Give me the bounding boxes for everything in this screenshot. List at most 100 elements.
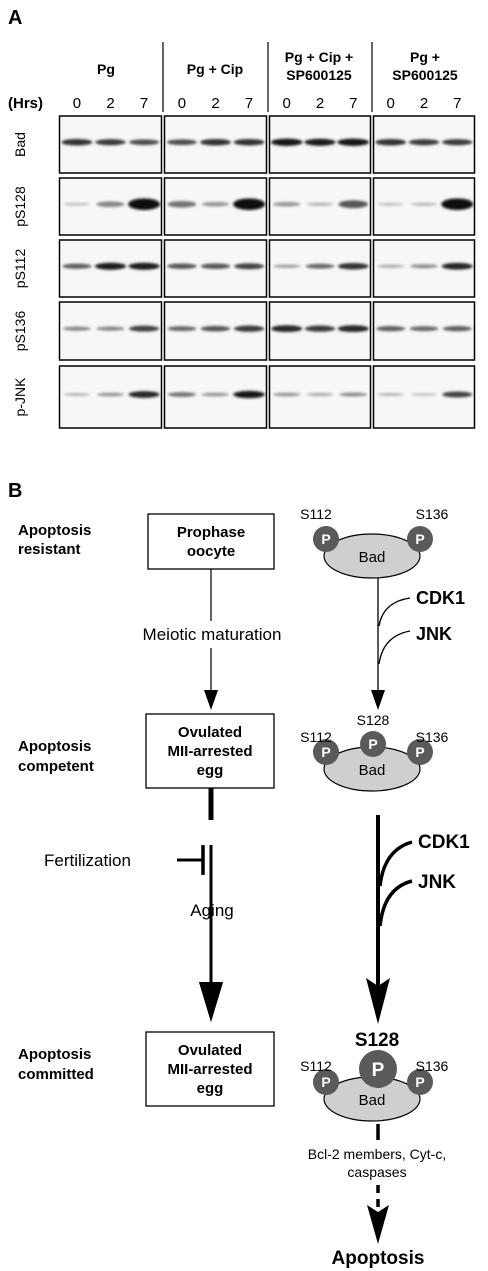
time-point-label: 7 <box>453 95 461 112</box>
time-point-label: 2 <box>316 95 324 112</box>
phospho-p-badge: P <box>368 736 377 752</box>
blot-pane <box>58 239 163 298</box>
blot-row-bad: Bad <box>12 115 476 174</box>
time-axis-label: (Hrs) <box>8 95 43 112</box>
blot-row-label: Bad <box>12 132 28 157</box>
blot-pane <box>372 239 476 298</box>
jnk-label-2: JNK <box>418 872 456 893</box>
apoptosis-outcome-label: Apoptosis <box>332 1248 425 1269</box>
blot-band <box>96 201 125 208</box>
group-header-line: Pg + Cip <box>187 61 243 77</box>
blot-pane <box>372 301 476 361</box>
phospho-p-badge: P <box>321 744 330 760</box>
blot-band <box>410 202 438 206</box>
panel-a-letter: A <box>8 7 22 29</box>
aging-label: Aging <box>190 901 233 920</box>
kinase-arrow-thick <box>366 815 413 1024</box>
stage-label-committed: Apoptosis committed <box>18 1046 94 1083</box>
meiotic-maturation-label: Meiotic maturation <box>143 625 282 644</box>
blot-row-label: pS128 <box>12 186 28 227</box>
blot-band <box>338 200 369 209</box>
time-point-label: 0 <box>283 95 291 112</box>
bad-label: Bad <box>359 762 386 779</box>
blot-band <box>167 263 197 269</box>
jnk-label-1: JNK <box>416 624 452 644</box>
blot-band <box>62 263 92 269</box>
blot-band <box>200 263 231 269</box>
fertilization-inhibition <box>177 845 205 875</box>
blot-pane <box>163 115 268 174</box>
stage-box-line: Ovulated <box>178 724 242 741</box>
blot-band <box>94 262 127 270</box>
stage-box-line: Prophase <box>177 524 245 541</box>
stage-label-line: Apoptosis <box>18 1046 91 1063</box>
group-header-line: Pg + Cip + <box>285 49 353 65</box>
time-point-label: 7 <box>349 95 357 112</box>
group-header-line: Pg + <box>410 49 440 65</box>
blot-band <box>337 325 369 333</box>
phospho-p-badge: P <box>415 744 424 760</box>
blot-band <box>442 326 472 332</box>
blot-band <box>233 138 265 146</box>
stage-box-line: MII-arrested <box>167 1061 252 1078</box>
blot-band <box>442 391 473 398</box>
time-point-label: 2 <box>420 95 428 112</box>
blot-pane <box>163 239 268 298</box>
stage-box-committed-egg: Ovulated MII-arrested egg <box>145 1031 275 1107</box>
stage-box-line: oocyte <box>187 543 235 560</box>
blot-row-label: pS136 <box>12 311 28 352</box>
fertilization-label: Fertilization <box>44 851 131 870</box>
stage-label-line: resistant <box>18 541 81 558</box>
blot-band <box>339 392 368 397</box>
blot-band <box>271 325 303 333</box>
blot-band <box>408 139 440 146</box>
blot-band <box>337 138 370 146</box>
cdk1-label-1: CDK1 <box>416 588 465 608</box>
blot-band <box>233 198 266 210</box>
blot-row-label: pS112 <box>12 249 28 289</box>
phospho-p-badge: P <box>415 1074 424 1090</box>
blot-row-ps136: pS136 <box>12 301 476 361</box>
stage-box-line: egg <box>197 762 224 779</box>
site-s136-label: S136 <box>416 506 449 522</box>
aging-arrow <box>199 788 223 1022</box>
bad-protein-competent: Bad P P P S112 S128 S136 <box>300 712 449 792</box>
blot-row-ps128: pS128 <box>12 177 476 236</box>
time-point-label: 2 <box>106 95 114 112</box>
blot-pane <box>58 177 163 236</box>
site-s112-label: S112 <box>300 506 332 522</box>
blot-row-p-jnk: p-JNK <box>12 365 476 429</box>
blot-band <box>200 325 231 332</box>
time-point-label: 0 <box>73 95 81 112</box>
blot-pane <box>268 115 372 174</box>
blot-frame <box>268 365 372 429</box>
phospho-p-badge: P <box>321 1074 330 1090</box>
blot-band <box>63 393 91 397</box>
time-point-label: 2 <box>211 95 219 112</box>
panel-a: A Pg Pg + Cip Pg + Cip + SP600125 Pg + S… <box>8 7 476 429</box>
stage-label-resistant: Apoptosis resistant <box>18 522 91 558</box>
phospho-p-badge: P <box>415 531 424 547</box>
blot-band <box>441 262 473 270</box>
bad-protein-committed: S128 Bad P P P S112 S136 <box>300 1030 449 1122</box>
site-s112-label: S112 <box>300 729 332 745</box>
stage-box-competent-egg: Ovulated MII-arrested egg <box>145 713 275 789</box>
time-point-label: 7 <box>140 95 148 112</box>
blot-pane <box>58 115 163 174</box>
downstream-effectors-line: Bcl-2 members, Cyt-c, <box>308 1146 446 1162</box>
blot-band <box>96 326 125 331</box>
blot-band <box>441 198 474 210</box>
blot-band <box>167 326 197 332</box>
blot-row-ps112: pS112 <box>12 239 476 298</box>
blot-pane <box>372 365 476 429</box>
blot-band <box>234 263 265 270</box>
blot-band <box>376 326 406 332</box>
blot-band <box>410 264 438 269</box>
time-point-label: 7 <box>245 95 253 112</box>
blot-pane <box>372 115 476 174</box>
blot-row-label: p-JNK <box>12 377 28 417</box>
group-header-pg-sp: Pg + SP600125 <box>392 49 458 83</box>
downstream-effectors-line: caspases <box>347 1164 406 1180</box>
blot-band <box>375 138 407 146</box>
